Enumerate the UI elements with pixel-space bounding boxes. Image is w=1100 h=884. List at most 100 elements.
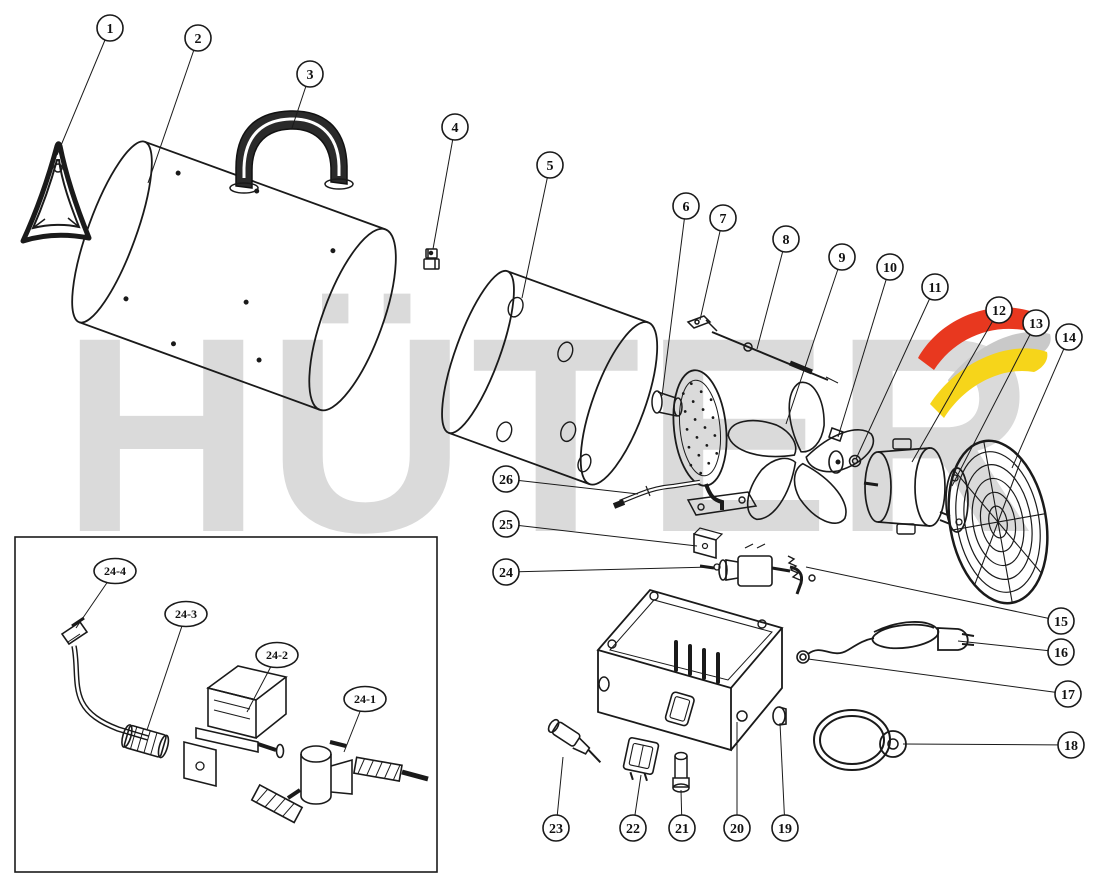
callout-leader-9 [785, 256, 843, 425]
part-21-screw [672, 751, 690, 793]
callout-label-25: 25 [499, 518, 513, 533]
callout-leader-4 [432, 126, 456, 250]
callout-label-24-1: 24-1 [354, 692, 376, 706]
callout-label-26: 26 [499, 473, 513, 488]
callout-22: 22 [619, 814, 647, 842]
callout-6: 6 [672, 192, 700, 220]
callout-17: 17 [1054, 680, 1082, 708]
callout-26: 26 [492, 465, 520, 493]
callout-label-7: 7 [720, 212, 727, 227]
callout-label-21: 21 [675, 822, 689, 837]
part-2-outer-shell [71, 140, 397, 412]
callout-leader-6 [661, 205, 687, 397]
callout-label-10: 10 [883, 261, 897, 276]
part-4-clip [423, 248, 440, 270]
callout-5: 5 [536, 151, 564, 179]
callout-leader-5 [521, 164, 551, 299]
part-14-fan-guard [947, 439, 1049, 605]
part-24-3-union-nut [121, 724, 170, 759]
part-17-grommet [796, 650, 810, 664]
callout-leader-25 [505, 523, 698, 547]
callout-label-3: 3 [307, 68, 314, 83]
callout-leader-13 [951, 322, 1037, 487]
callout-2: 2 [184, 24, 212, 52]
callout-label-12: 12 [992, 304, 1006, 319]
callout-24: 24 [492, 558, 520, 586]
part-24-1-valve-body [250, 740, 429, 824]
callout-15: 15 [1047, 607, 1075, 635]
callout-leader-12 [911, 309, 1000, 463]
callout-leader-8 [756, 238, 787, 350]
callout-7: 7 [709, 204, 737, 232]
callout-18: 18 [1057, 731, 1085, 759]
callout-leader-7 [699, 217, 724, 321]
callout-24-4: 24-4 [93, 557, 137, 585]
callout-leader-24-3 [146, 613, 187, 731]
inset-box [14, 536, 438, 873]
part-9-fan-impeller [723, 377, 876, 529]
callout-11: 11 [921, 273, 949, 301]
brand-flame-logo [918, 307, 1051, 418]
callout-label-24-4: 24-4 [104, 564, 126, 578]
callout-label-24-3: 24-3 [175, 607, 197, 621]
callout-label-11: 11 [928, 281, 941, 296]
callout-leader-2 [147, 37, 199, 184]
callout-label-23: 23 [549, 822, 563, 837]
callout-leader-15 [805, 566, 1062, 622]
callout-label-17: 17 [1061, 688, 1075, 703]
callout-23: 23 [542, 814, 570, 842]
callout-label-19: 19 [778, 822, 792, 837]
callout-leader-lines [56, 27, 1072, 829]
callout-leader-17 [807, 658, 1069, 695]
callout-leader-1 [56, 27, 111, 156]
part-16-power-cord [807, 621, 975, 655]
callout-9: 9 [828, 243, 856, 271]
callout-leader-11 [855, 286, 936, 460]
part-25-bracket [693, 527, 724, 560]
callout-leader-26 [505, 478, 639, 495]
callout-12: 12 [985, 296, 1013, 324]
part-7-electrode [686, 315, 718, 332]
part-19-knob [772, 706, 787, 726]
callout-label-15: 15 [1054, 615, 1068, 630]
callout-13: 13 [1022, 309, 1050, 337]
part-1-foot-bracket [20, 141, 92, 244]
callout-label-2: 2 [195, 32, 202, 47]
callout-label-9: 9 [839, 251, 846, 266]
callout-19: 19 [771, 814, 799, 842]
callout-leader-18 [902, 743, 1072, 746]
callout-label-24: 24 [499, 566, 513, 581]
callout-16: 16 [1047, 638, 1075, 666]
part-24-4-nozzle [60, 616, 149, 741]
callout-leader-24 [505, 566, 713, 573]
callout-label-13: 13 [1029, 317, 1043, 332]
callout-leader-16 [957, 640, 1062, 653]
callout-25: 25 [492, 510, 520, 538]
callout-24-2: 24-2 [255, 641, 299, 669]
callout-4: 4 [441, 113, 469, 141]
callout-label-5: 5 [547, 159, 554, 174]
part-24-2-solenoid [183, 665, 288, 788]
part-22-rocker-switch [622, 736, 660, 782]
part-3-handle [229, 110, 354, 194]
callout-24-1: 24-1 [343, 685, 387, 713]
part-8-thermocouple [711, 331, 839, 384]
part-6-burner [651, 369, 758, 516]
callout-8: 8 [772, 225, 800, 253]
callout-20: 20 [723, 814, 751, 842]
callout-14: 14 [1055, 323, 1083, 351]
callout-leader-10 [837, 266, 891, 438]
callout-21: 21 [668, 814, 696, 842]
part-5-combustion-chamber [441, 269, 659, 486]
callout-leader-19 [779, 722, 786, 829]
part-26-gas-tube [612, 479, 701, 509]
callout-label-4: 4 [452, 121, 459, 136]
part-12-motor [863, 438, 951, 535]
callout-label-1: 1 [107, 22, 114, 37]
callout-24-3: 24-3 [164, 600, 208, 628]
callout-label-24-2: 24-2 [266, 648, 288, 662]
callout-3: 3 [296, 60, 324, 88]
part-18-ignition-cable [813, 709, 907, 771]
